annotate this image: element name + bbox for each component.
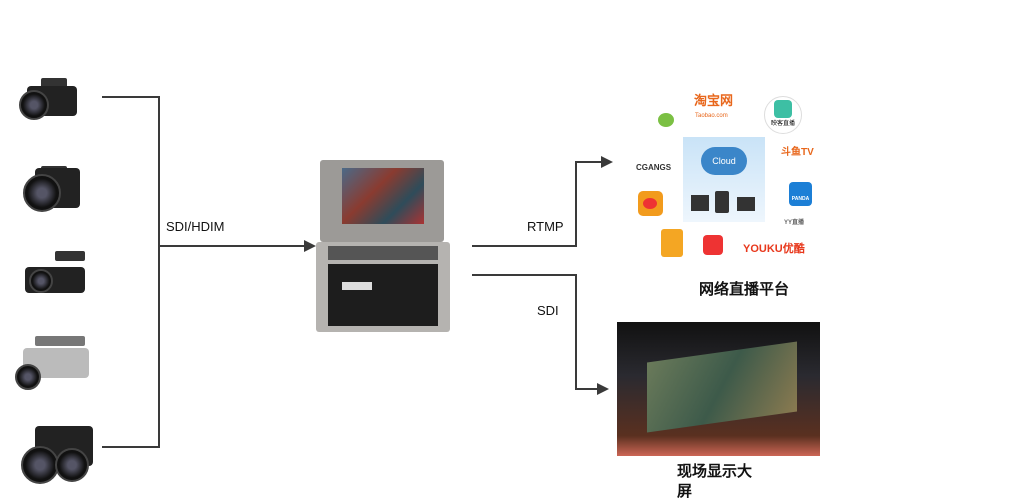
connector-line [158,96,160,448]
owl-label: 映客直播 [771,121,796,127]
rtmp-label: RTMP [527,219,564,234]
cloud-label: Cloud [701,147,747,175]
yy-logo: YY直播 [784,220,805,226]
connector-line [575,161,577,247]
input-label: SDI/HDIM [166,219,225,234]
micro-camera-icon [15,160,95,218]
cgangs-logo: CGANGS [636,163,672,172]
stadium-screen-photo [617,322,820,456]
screen-title: 现场显示大屏 [677,463,753,500]
app-logo [661,229,683,257]
connector-line [575,161,603,163]
panda-logo: PANDA [789,182,812,206]
cloud-panel: Cloud [683,137,765,222]
wechat-logo [658,113,674,127]
switcher-case [316,242,450,332]
connector-line [472,274,577,276]
connector-line [102,96,160,98]
connector-line [472,245,577,247]
arrow-icon [601,156,613,168]
taobao-sub: Taobao.com [695,113,728,119]
connector-line [102,446,160,448]
cinema-camera-icon [15,72,95,130]
camera-app-logo [703,235,723,255]
douyu-logo: 斗鱼TV [781,147,814,158]
panda-label: PANDA [791,196,810,202]
connector-line [575,274,577,390]
arrow-icon [597,383,609,395]
dslr-cameras-icon [15,420,95,486]
connector-line [158,245,306,247]
youku-logo: YOUKU优酷 [743,243,805,255]
taobao-logo: 淘宝网 [694,93,734,108]
weibo-logo [638,191,663,216]
broadcast-camera-icon [15,330,95,390]
arrow-icon [304,240,316,252]
owl-logo: 映客直播 [764,96,802,134]
platform-title: 网络直播平台 [699,281,790,298]
sdi-label: SDI [537,303,559,318]
connector-line [575,388,599,390]
switcher-monitor [320,160,444,242]
camcorder-icon [15,245,95,303]
